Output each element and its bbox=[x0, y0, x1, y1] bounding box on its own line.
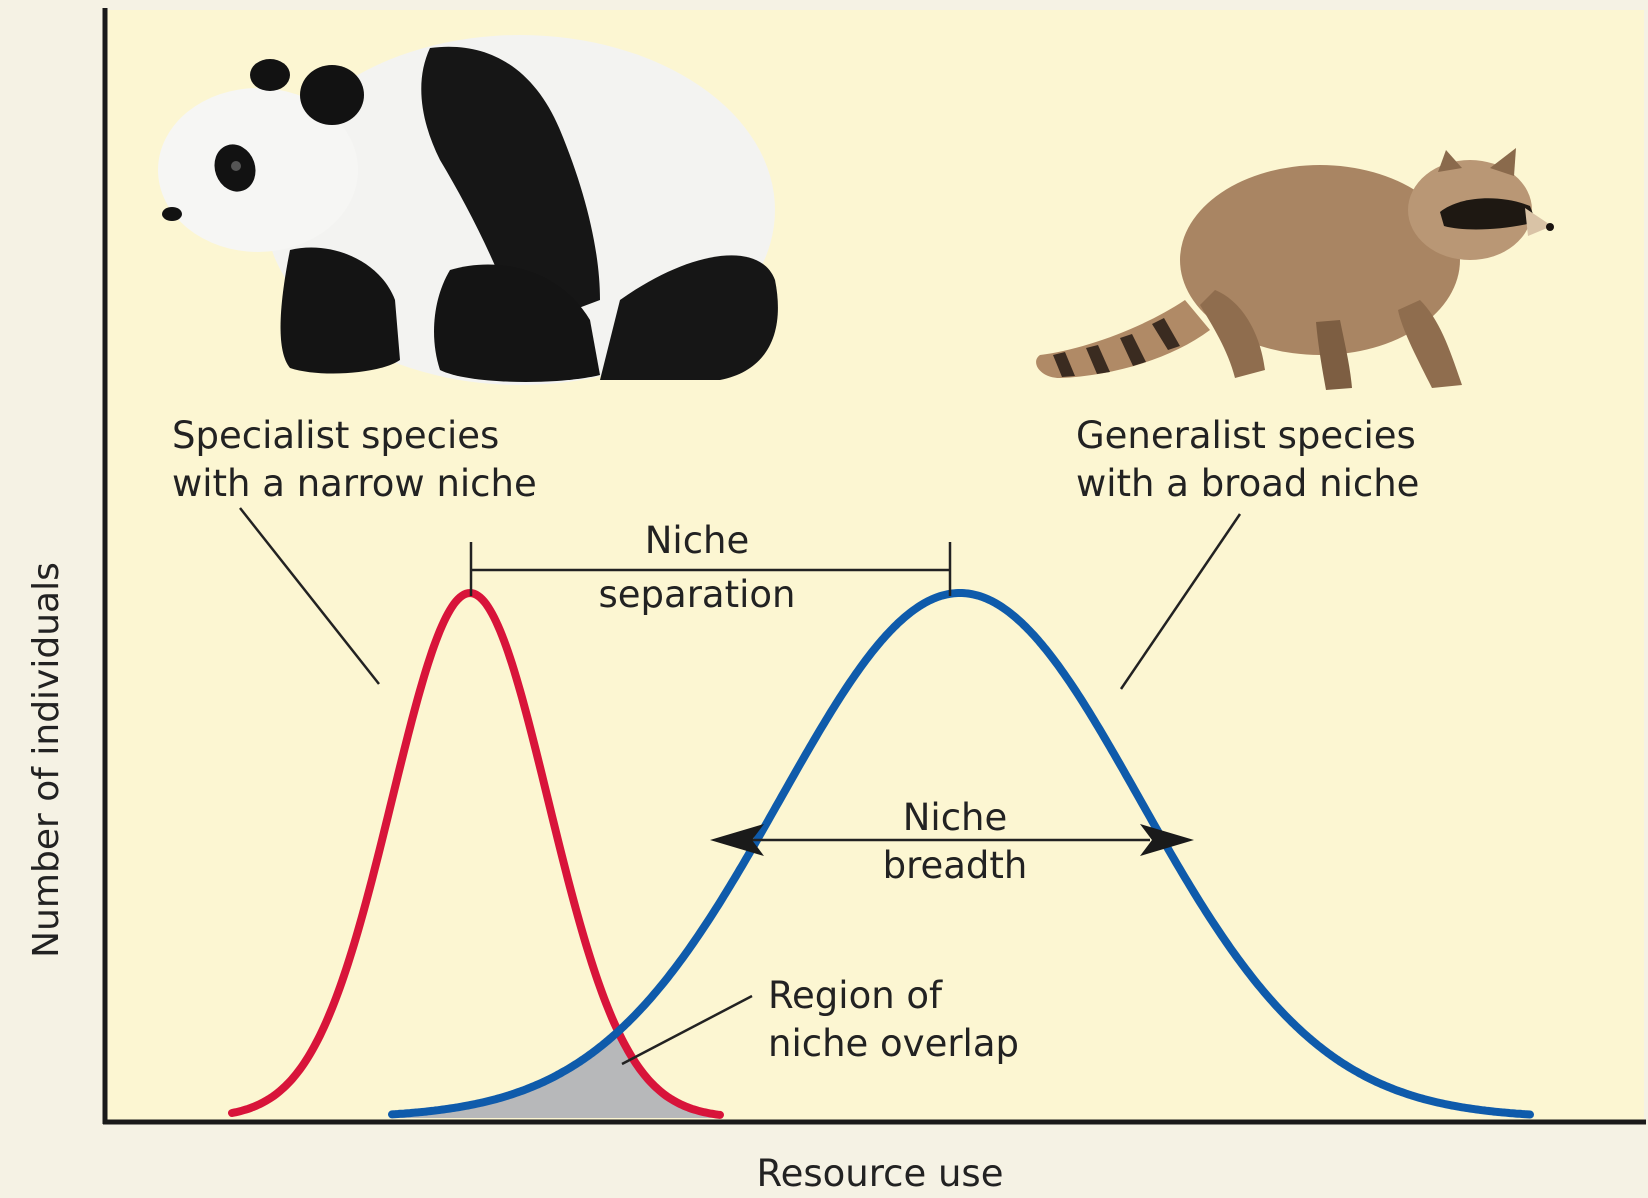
panda-nose bbox=[162, 207, 182, 221]
panda-ear-right bbox=[300, 65, 364, 125]
overlap-label-line2: niche overlap bbox=[768, 1022, 1019, 1065]
separation-label-line2: separation bbox=[599, 573, 796, 616]
separation-label-line1: Niche bbox=[645, 519, 750, 562]
specialist-label-line2: with a narrow niche bbox=[172, 462, 537, 505]
overlap-label-line1: Region of bbox=[768, 974, 943, 1017]
x-axis-label: Resource use bbox=[757, 1152, 1004, 1193]
raccoon-nose bbox=[1546, 223, 1554, 231]
y-axis-label: Number of individuals bbox=[26, 562, 67, 958]
specialist-label-line1: Specialist species bbox=[172, 414, 499, 457]
breadth-label-line2: breadth bbox=[883, 844, 1028, 887]
generalist-label-line1: Generalist species bbox=[1076, 414, 1416, 457]
generalist-label-line2: with a broad niche bbox=[1076, 462, 1419, 505]
panda-ear-left bbox=[250, 59, 290, 91]
panda-eye bbox=[231, 161, 241, 171]
breadth-label-line1: Niche bbox=[903, 796, 1008, 839]
